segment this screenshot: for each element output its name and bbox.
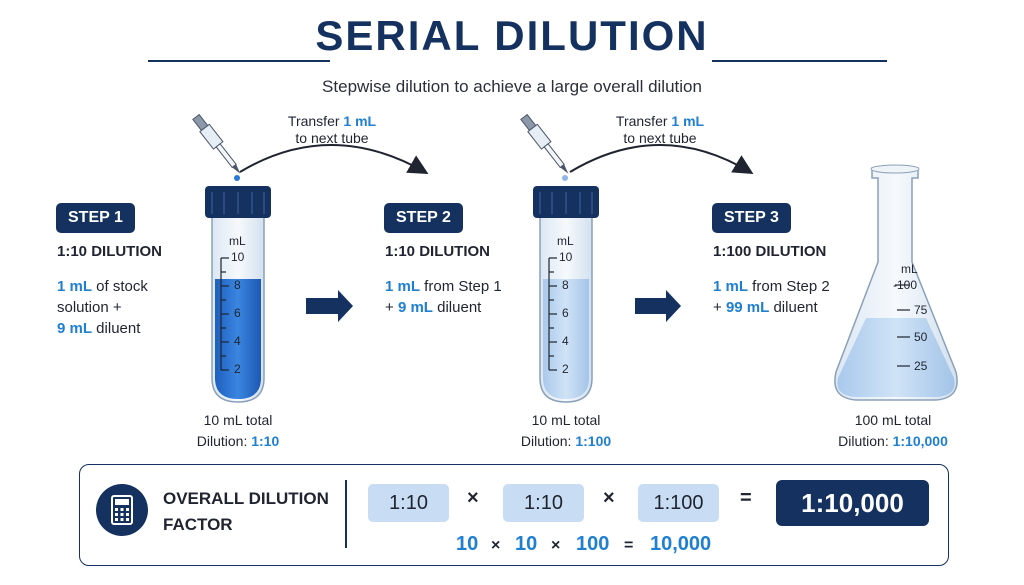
drop-icon [562,175,568,181]
test-tube-2 [533,186,599,403]
step-2-heading: 1:10 DILUTION [385,243,491,260]
transfer-label-2: Transfer 1 mL to next tube [590,113,730,147]
transfer-label-1: Transfer 1 mL to next tube [262,113,402,147]
pipette-icon [520,113,569,174]
step-3-badge: STEP 3 [712,203,791,233]
step-3-description: 1 mL from Step 2 + 99 mL diluent [713,278,830,316]
flask-unit: mL [901,262,918,276]
flask-tick: 75 [914,303,928,317]
transfer-suffix: to next tube [623,130,697,146]
next-step-arrow [635,290,681,322]
transfer-prefix: Transfer [287,113,344,129]
calc-times: × [491,537,501,554]
calculator-icon [96,484,148,536]
tube-2-caption: 10 mL total Dilution: 1:100 [520,412,612,449]
flask-caption: 100 mL total Dilution: 1:10,000 [838,412,948,449]
flask-tick: 25 [914,359,928,373]
page-subtitle: Stepwise dilution to achieve a large ove… [322,77,702,96]
summary-divider [345,480,347,548]
calc-value: 10 [456,533,479,555]
pipette-icon [192,113,241,174]
tube-1-tick: 10 [231,250,245,264]
calc-result: 10,000 [650,533,712,555]
tube-2-tick: 6 [562,306,569,320]
next-step-arrow [306,290,353,322]
transfer-suffix: to next tube [295,130,369,146]
calc-value: 10 [515,533,538,555]
tube-2-tick: 2 [562,362,569,376]
erlenmeyer-flask [834,164,958,401]
transfer-prefix: Transfer [615,113,672,129]
summary-label: OVERALL DILUTION FACTOR [163,489,329,534]
transfer-arrow-1 [239,144,429,174]
tube-2-tick: 10 [559,250,573,264]
tube-2-tick: 8 [562,278,569,292]
equals-sign: = [740,487,752,509]
step-2-description: 1 mL from Step 1 + 9 mL diluent [385,278,502,316]
tube-1-tick: 8 [234,278,241,292]
tube-1-caption: 10 mL total Dilution: 1:10 [196,412,280,449]
calc-times: × [551,537,561,554]
tube-2-tick: 4 [562,334,569,348]
tube-2-unit: mL [557,234,574,248]
tube-1-unit: mL [229,234,246,248]
tube-1-tick: 4 [234,334,241,348]
tube-1-tick: 2 [234,362,241,376]
flask-tick: -100 [893,278,918,292]
transfer-amount: 1 mL [343,113,377,129]
step-1-heading: 1:10 DILUTION [57,243,163,260]
factor-pill: 1:10 [368,484,449,522]
tube-1-tick: 6 [234,306,241,320]
factor-pill: 1:100 [638,484,719,522]
step-1-badge: STEP 1 [56,203,135,233]
step-2-badge: STEP 2 [384,203,463,233]
times-sign: × [467,487,479,509]
flask-tick: 50 [914,330,928,344]
title-rule-left [148,60,330,62]
drop-icon [234,175,240,181]
step-1-description: 1 mL of stock solution + 9 mL diluent [57,278,148,337]
factor-pill: 1:10 [503,484,584,522]
calc-value: 100 [576,533,610,555]
times-sign: × [603,487,615,509]
calc-equals: = [624,537,634,554]
title-rule-right [712,60,887,62]
transfer-arrow-2 [569,144,754,175]
overall-result: 1:10,000 [776,480,929,526]
step-3-heading: 1:100 DILUTION [713,243,827,260]
page-title: SERIAL DILUTION [315,12,709,59]
test-tube-1 [205,186,271,403]
transfer-amount: 1 mL [671,113,705,129]
